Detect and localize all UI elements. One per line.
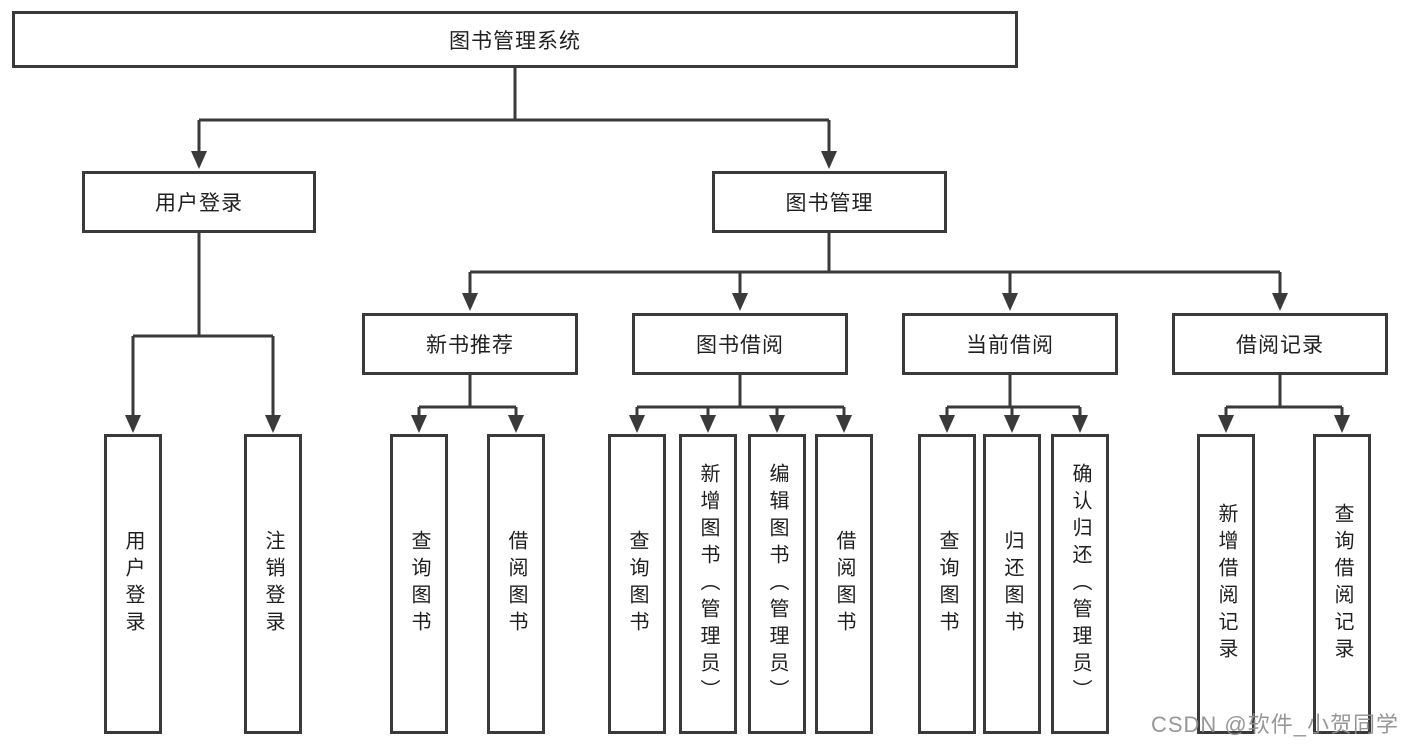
- arrowhead-icon: [836, 415, 852, 433]
- arrowhead-icon: [1218, 415, 1234, 433]
- node-user-login-branch: 用户登录: [82, 171, 316, 233]
- arrowhead-icons: [125, 151, 1350, 433]
- arrowhead-icon: [1004, 415, 1020, 433]
- leaf-query-books-recommend: 查询图书: [390, 434, 448, 734]
- node-book-management: 图书管理: [712, 171, 947, 233]
- arrowhead-icon: [125, 415, 141, 433]
- arrowhead-icon: [732, 293, 748, 311]
- leaf-add-books-admin: 新增图书（管理员）: [679, 434, 737, 734]
- csdn-watermark: CSDN @软件_小贺同学: [1150, 712, 1399, 737]
- leaf-borrow-books: 借阅图书: [815, 434, 873, 734]
- node-library-system: 图书管理系统: [12, 11, 1018, 68]
- node-book-borrowing: 图书借阅: [632, 313, 848, 375]
- arrowhead-icon: [1002, 293, 1018, 311]
- leaf-borrow-books-recommend: 借阅图书: [487, 434, 545, 734]
- node-new-book-recommendation: 新书推荐: [362, 313, 578, 375]
- arrowhead-icon: [508, 415, 524, 433]
- leaf-query-books-borrowing: 查询图书: [608, 434, 666, 734]
- arrowhead-icon: [821, 151, 837, 169]
- arrowhead-icon: [1072, 415, 1088, 433]
- leaf-query-borrow-record: 查询借阅记录: [1313, 434, 1371, 734]
- arrowhead-icon: [700, 415, 716, 433]
- node-current-borrowing: 当前借阅: [902, 313, 1118, 375]
- arrowhead-icon: [769, 415, 785, 433]
- arrowhead-icon: [411, 415, 427, 433]
- leaf-return-books: 归还图书: [983, 434, 1041, 734]
- arrowhead-icon: [629, 415, 645, 433]
- leaf-add-borrow-record: 新增借阅记录: [1197, 434, 1255, 734]
- leaf-query-books-current: 查询图书: [918, 434, 976, 734]
- arrowhead-icon: [1272, 293, 1288, 311]
- arrowhead-icon: [462, 293, 478, 311]
- leaf-edit-books-admin: 编辑图书（管理员）: [748, 434, 806, 734]
- arrowhead-icon: [939, 415, 955, 433]
- arrowhead-icon: [191, 151, 207, 169]
- leaf-logout: 注销登录: [244, 434, 302, 734]
- node-borrowing-records: 借阅记录: [1172, 313, 1388, 375]
- leaf-confirm-return-admin: 确认归还（管理员）: [1051, 434, 1109, 734]
- arrowhead-icon: [265, 415, 281, 433]
- leaf-user-login: 用户登录: [104, 434, 162, 734]
- arrowhead-icon: [1334, 415, 1350, 433]
